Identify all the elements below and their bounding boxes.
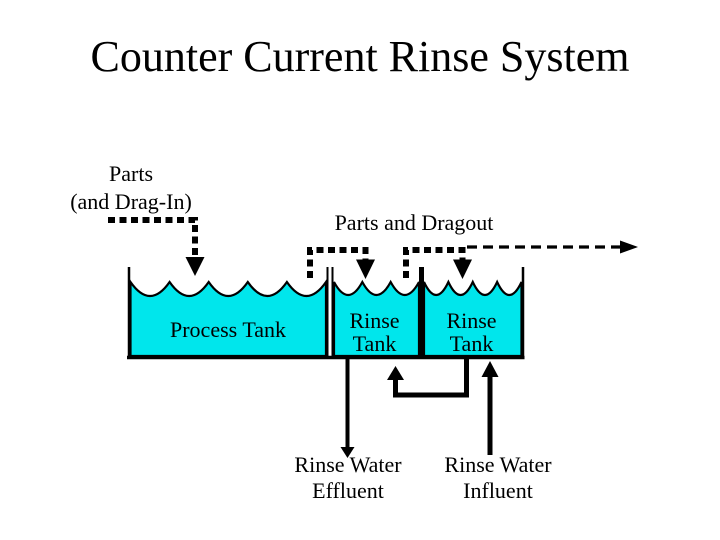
parts-flow-arrows xyxy=(108,217,638,279)
rinse-tank-2-label-line2: Tank xyxy=(449,331,494,357)
parts-drag-in-label-line2: (and Drag-In) xyxy=(70,188,192,214)
drag-in-arrow-line xyxy=(108,217,198,258)
rinse-tank-2-label-line1: Rinse xyxy=(446,308,497,333)
counterflow-pipe-line xyxy=(393,359,469,398)
rinse-water-influent-label-line2: Influent xyxy=(463,477,533,503)
effluent-arrow-head xyxy=(340,447,355,458)
tank-water xyxy=(129,278,523,358)
influent-arrow-head xyxy=(481,361,499,377)
slide-title: Counter Current Rinse System xyxy=(90,32,630,81)
water-flow-arrows xyxy=(340,359,499,458)
rinse-water-effluent-label-line1: Rinse Water xyxy=(294,452,402,477)
rinse-tank-1-label-line1: Rinse xyxy=(349,308,400,333)
parts-drag-in-label-line1: Parts xyxy=(109,161,153,186)
process-tank-water xyxy=(129,278,328,358)
process-tank-label: Process Tank xyxy=(170,317,286,342)
rinse-tank-2-label: Rinse Tank xyxy=(424,309,519,355)
rinse-water-effluent-label: Rinse Water Effluent xyxy=(268,452,428,504)
counterflow-pipe-head xyxy=(387,366,404,380)
dragout-arrow-1-line xyxy=(307,247,369,278)
parts-dragout-label: Parts and Dragout xyxy=(334,210,494,235)
rinse-tank-2-water xyxy=(422,279,523,358)
rinse-water-effluent-label-line2: Effluent xyxy=(312,477,384,503)
dragout-arrow-2-head xyxy=(453,259,472,279)
drag-in-arrow-head xyxy=(185,257,205,276)
rinse-water-influent-label: Rinse Water Influent xyxy=(418,452,578,504)
rinse-water-influent-label-line1: Rinse Water xyxy=(444,452,552,477)
dragout-exit-arrow-head xyxy=(620,240,638,254)
dragout-arrow-2-line xyxy=(403,247,466,278)
rinse-tank-1-label-line2: Tank xyxy=(352,331,397,357)
parts-drag-in-label: Parts (and Drag-In) xyxy=(41,160,221,216)
dragout-arrow-1-head xyxy=(356,259,375,279)
rinse-tank-1-label: Rinse Tank xyxy=(330,309,419,355)
tank-walls xyxy=(127,267,525,360)
rinse-tank-1-water xyxy=(332,279,421,358)
